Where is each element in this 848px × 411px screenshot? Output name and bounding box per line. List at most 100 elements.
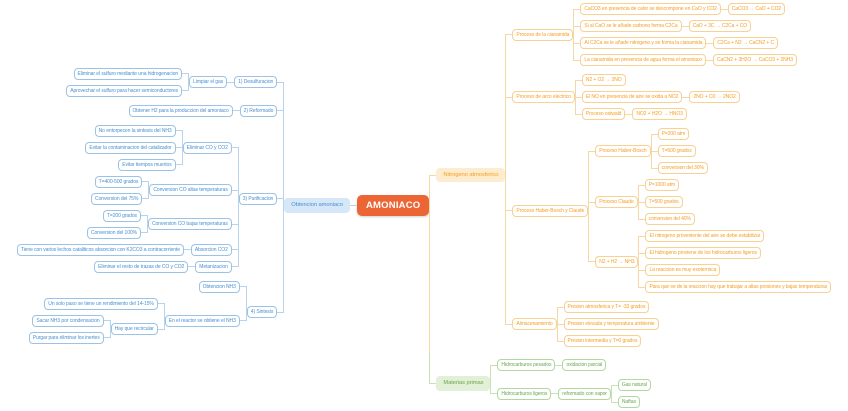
subtopic-node[interactable]: Hidrocarburos pesados bbox=[497, 359, 556, 371]
subtopic-node[interactable]: Proceso ostwald bbox=[581, 108, 626, 120]
subtopic-node[interactable]: P=200 atm bbox=[657, 128, 690, 140]
subtopic-node[interactable]: Eliminar el resto de trazas de CO y CO2 bbox=[94, 260, 189, 273]
subtopic-node[interactable]: Hay que recircular bbox=[110, 323, 158, 335]
subtopic-node[interactable]: N2 + O2 → 2NO bbox=[581, 74, 626, 86]
branch: Eliminar el resto de trazas de CO y CO2 bbox=[94, 260, 196, 273]
subtopic-node[interactable]: CaCO3 → CaO + CO2 bbox=[727, 3, 786, 15]
subtopic-node[interactable]: El nitrogeno proveniente del aire se deb… bbox=[645, 230, 765, 242]
branch: 3) Purificacion Eliminar CO y CO2 No entor… bbox=[16, 120, 285, 277]
branch-topic-node[interactable]: Materias primas bbox=[436, 376, 491, 391]
subtopic-node[interactable]: Hidrocarburos ligeros bbox=[497, 387, 552, 400]
subtopic-node[interactable]: CaCO3 en presencia de calor se descompon… bbox=[580, 3, 721, 15]
subtopic-node[interactable]: 3) Purificacion bbox=[238, 192, 278, 205]
subtopic-node[interactable]: Metanizacion bbox=[195, 260, 232, 273]
subtopic-node[interactable]: oxidacion parcial bbox=[562, 359, 607, 371]
subtopic-node[interactable]: C2Ca + N2 → CaCN2 + C bbox=[713, 37, 779, 49]
branch: CaCO3 en presencia de calor se descompon… bbox=[573, 3, 797, 18]
branch: Materias primas Hidrocarburos pesados oxid… bbox=[429, 353, 831, 408]
subtopic-node[interactable]: Conversion del 100% bbox=[86, 226, 141, 239]
subtopic-node[interactable]: T=500 grados bbox=[657, 145, 696, 157]
subtopic-node[interactable]: Presion intermedia y T=0 grados bbox=[563, 335, 642, 347]
subtopic-node[interactable]: Tiene con varios lechos cataliticos abso… bbox=[16, 243, 184, 256]
subtopic-node[interactable]: Proceso Haber-Bosch y Claude bbox=[512, 204, 589, 217]
branch: Conversion del 100% bbox=[86, 224, 148, 239]
subtopic-node[interactable]: Conversion del 75% bbox=[91, 192, 143, 205]
subtopic-node[interactable]: El hidrogeno proviene de los hidrocarbur… bbox=[645, 247, 761, 259]
subtopic-node[interactable]: Almacenamiento bbox=[512, 318, 557, 330]
children-group: El nitrogeno proveniente del aire se deb… bbox=[638, 230, 832, 293]
subtopic-node[interactable]: Presion atmosferica y T= -33 grados bbox=[563, 301, 650, 313]
branch: El NO en presencia de aire se oxida a NO… bbox=[574, 88, 740, 106]
branch: T=200 grados bbox=[87, 209, 148, 224]
subtopic-node[interactable]: 1) Desulfuracion bbox=[234, 76, 278, 88]
subtopic-node[interactable]: En el reactor se obtiene el NH3 bbox=[164, 314, 240, 327]
subtopic-node[interactable]: Proceso de la cianamida bbox=[512, 28, 574, 41]
branch: La reaccion es muy exotermica bbox=[638, 261, 831, 279]
subtopic-node[interactable]: Eliminar el sulfuro mediante una hidroge… bbox=[73, 67, 183, 80]
branch: El nitrogeno proveniente del aire se deb… bbox=[638, 230, 831, 245]
subtopic-node[interactable]: Un solo paso se tiene un rendimiento del… bbox=[44, 297, 158, 310]
subtopic-node[interactable]: 2) Reformado bbox=[239, 104, 278, 117]
subtopic-node[interactable]: Evitar tiempos muertos bbox=[118, 158, 176, 171]
subtopic-node[interactable]: Limpiar el gas bbox=[189, 76, 228, 88]
subtopic-node[interactable]: 2NO + O2 → 2NO2 bbox=[689, 91, 740, 103]
branch: conversion del 40% bbox=[637, 210, 695, 225]
central-node[interactable]: AMONIACO bbox=[357, 195, 430, 216]
branch: Purgar para eliminar los inertes bbox=[28, 329, 111, 344]
subtopic-node[interactable]: Eliminar CO y CO2 bbox=[182, 141, 232, 154]
subtopic-node[interactable]: conversion del 30% bbox=[657, 162, 708, 174]
subtopic-node[interactable]: reformado con vapor bbox=[558, 387, 611, 400]
subtopic-node[interactable]: Aprovechar el sulfuro para hacer semicon… bbox=[66, 84, 183, 97]
subtopic-node[interactable]: Proceso Haber-Bosch bbox=[595, 145, 651, 157]
subtopic-node[interactable]: Proceso de arco electrico bbox=[512, 91, 575, 103]
subtopic-node[interactable]: P=1000 atm bbox=[644, 179, 679, 191]
subtopic-node[interactable]: Absorcion CO2 bbox=[190, 243, 232, 256]
subtopic-node[interactable]: El NO en presencia de aire se oxida a NO… bbox=[581, 91, 683, 103]
branch: Proceso ostwald NO2 + H2O → HNO3 bbox=[574, 105, 740, 120]
subtopic-node[interactable]: Conversion CO altas temperaturas bbox=[149, 184, 232, 196]
subtopic-node[interactable]: conversion del 40% bbox=[644, 213, 695, 225]
subtopic-node[interactable]: 4) Sintesis bbox=[246, 306, 278, 318]
branch: N2 + O2 → 2NO bbox=[574, 74, 740, 89]
branch: 1) Desulfuracion Limpiar el gas Eliminar e… bbox=[17, 67, 285, 101]
subtopic-node[interactable]: CaO + 3C → C2Ca + CO bbox=[688, 20, 752, 32]
children-group: Eliminar CO y CO2 No entorpecen la sintes… bbox=[16, 124, 239, 273]
branch: Obtencion NH3 bbox=[29, 280, 247, 295]
subtopic-node[interactable]: Si al CaO se le añade carbono forma C2Ca bbox=[580, 20, 682, 32]
subtopic-node[interactable]: Obtener H2 para la produccion del amonia… bbox=[128, 104, 233, 117]
subtopic-node[interactable]: T=500 grados bbox=[644, 196, 683, 208]
subtopic-node[interactable]: Conversion CO bajas temperaturas bbox=[147, 218, 232, 230]
subtopic-node[interactable]: N2 + H2 → NH3 bbox=[595, 255, 639, 268]
subtopic-node[interactable]: Purgar para eliminar los inertes bbox=[28, 331, 104, 344]
children-group: NO2 + H2O → HNO3 bbox=[625, 108, 687, 120]
subtopic-node[interactable]: La cianamida en presencia de agua forma … bbox=[580, 54, 706, 66]
branch: Proceso de la cianamida CaCO3 en presenci… bbox=[505, 3, 831, 70]
subtopic-node[interactable]: Obtencion NH3 bbox=[198, 280, 240, 293]
subtopic-node[interactable]: No entorpecen la sintesis del NH3 bbox=[94, 124, 176, 137]
subtopic-node[interactable]: Evitar la contaminacion del catalizador bbox=[85, 141, 176, 154]
branch-topic-node[interactable]: Nitrogeno atmosferico bbox=[436, 167, 506, 183]
subtopic-node[interactable]: Sacar NH3 por condensacion bbox=[32, 314, 104, 327]
branch: Eliminar CO y CO2 No entorpecen la sintes… bbox=[17, 124, 239, 173]
subtopic-node[interactable]: Proceso Claude bbox=[595, 196, 638, 208]
branch-topic-node[interactable]: Obtencion amoniaco bbox=[284, 198, 350, 213]
subtopic-node[interactable]: Presion elevada y temperatura ambiente bbox=[563, 318, 659, 330]
subtopic-node[interactable]: T=200 grados bbox=[102, 209, 141, 222]
subtopic-node[interactable]: NO2 + H2O → HNO3 bbox=[632, 108, 687, 120]
branch: Almacenamiento Presion atmosferica y T= -… bbox=[505, 297, 831, 347]
branch: Conversion del 75% bbox=[91, 190, 150, 205]
subtopic-node[interactable]: CaCN2 + 3H2O → CaCO3 + 2NH3 bbox=[713, 54, 797, 66]
subtopic-node[interactable]: Naftas bbox=[617, 396, 640, 408]
subtopic-node[interactable]: La reaccion es muy exotermica bbox=[645, 264, 721, 276]
branch: P=200 atm bbox=[650, 128, 708, 143]
subtopic-node[interactable]: Para que se de la reaccion hay que traba… bbox=[645, 281, 832, 293]
subtopic-node[interactable]: Al C2Ca se le añade nitrogeno y se forma… bbox=[580, 37, 707, 49]
subtopic-node[interactable]: Gas natural bbox=[617, 379, 651, 391]
subtopic-node[interactable]: T=400-500 grados bbox=[94, 175, 143, 188]
